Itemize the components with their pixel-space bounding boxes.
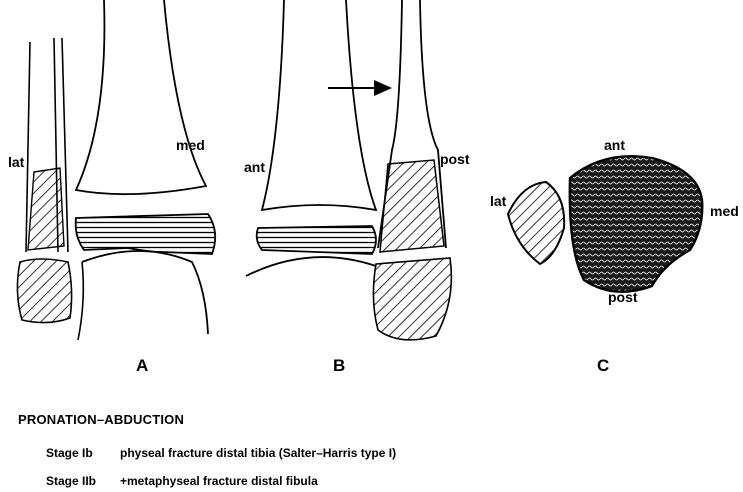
label-lat-a: lat — [8, 154, 25, 170]
panel-label-a: A — [136, 356, 148, 375]
tibia-epiphysis-a — [76, 214, 216, 254]
stage-1-description: physeal fracture distal tibia (Salter–Ha… — [120, 446, 396, 460]
stage-2-description: +metaphyseal fracture distal fibula — [120, 474, 318, 488]
panel-label-b: B — [333, 356, 345, 375]
fibula-epiphysis-a — [17, 259, 71, 323]
label-ant-c: ant — [604, 137, 625, 153]
panel-a: lat med A — [8, 0, 215, 375]
label-post-b: post — [440, 151, 470, 167]
label-med-c: med — [710, 203, 739, 219]
tibia-cross-section-c — [570, 156, 702, 292]
tibia-epiphysis-b — [257, 226, 376, 254]
panel-c: ant lat med post C — [490, 137, 739, 375]
panel-label-c: C — [597, 356, 609, 375]
fibula-fracture-b — [380, 160, 444, 252]
label-post-c: post — [608, 289, 638, 305]
label-lat-c: lat — [490, 193, 507, 209]
talus-a — [82, 251, 208, 334]
tibia-metaphysis-b — [262, 0, 376, 210]
talus-b — [246, 257, 376, 276]
stage-1-label: Stage Ib — [46, 446, 93, 460]
caption-title: PRONATION–ABDUCTION — [18, 412, 184, 427]
label-ant-b: ant — [244, 159, 265, 175]
fibula-epiphysis-b — [373, 258, 451, 340]
fibula-fracture-a — [28, 168, 64, 250]
label-med-a: med — [176, 137, 205, 153]
tibia-metaphysis-a — [76, 0, 206, 194]
panel-b: ant post B — [244, 0, 470, 375]
fibula-cross-section-c — [508, 182, 564, 264]
stage-2-label: Stage IIb — [46, 474, 96, 488]
